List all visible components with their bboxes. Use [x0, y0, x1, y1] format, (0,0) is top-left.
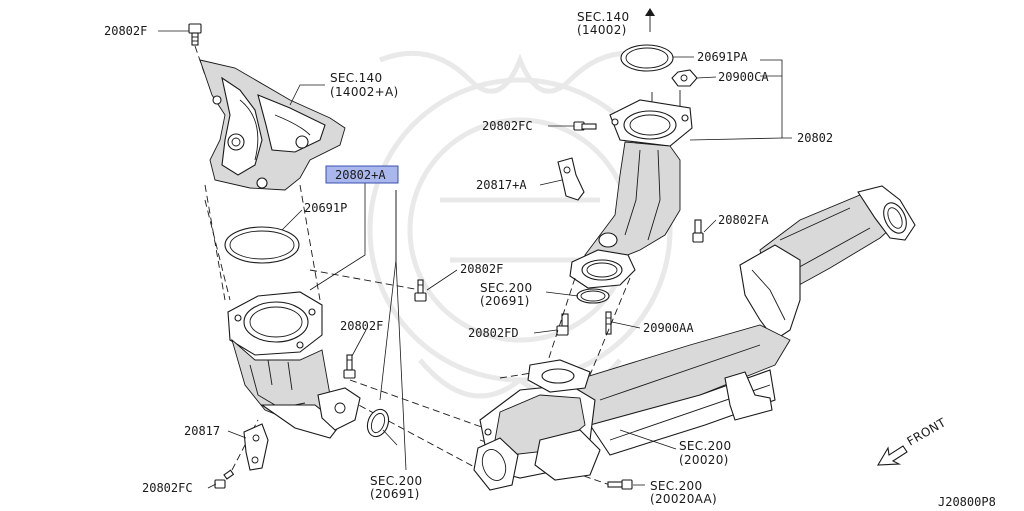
part-label-20817[interactable]: 20817 [184, 424, 220, 438]
section-ref-sec200-left[interactable]: SEC.200 [370, 474, 422, 488]
section-ref-sec140-left[interactable]: SEC.140 [330, 71, 382, 85]
section-ref-sec140-right-sub: (14002) [577, 23, 627, 37]
section-ref-sec140-right[interactable]: SEC.140 [577, 10, 629, 24]
bolt-icon [188, 23, 202, 46]
section-ref-sec200-bolt-sub: (20020AA) [650, 492, 717, 506]
nut-icon [671, 69, 698, 87]
front-arrow-icon [877, 445, 908, 466]
gasket-ring [576, 288, 610, 304]
gasket-ring [366, 408, 390, 438]
section-ref-sec200-left-sub: (20691) [370, 487, 420, 501]
bracket-20817a [557, 157, 585, 201]
section-ref-sec140-left-sub: (14002+A) [330, 85, 399, 99]
part-label-20802a-highlighted[interactable]: 20802+A [335, 168, 386, 182]
section-ref-sec200-right[interactable]: SEC.200 [480, 281, 532, 295]
bolt-icon [214, 469, 235, 489]
bolt-icon [692, 219, 704, 243]
part-label-20802fc-top[interactable]: 20802FC [482, 119, 533, 133]
part-label-20802fc-bottom[interactable]: 20802FC [142, 481, 193, 495]
highlight-box [325, 165, 399, 184]
part-label-20802fd[interactable]: 20802FD [468, 326, 519, 340]
arrow-up-icon [645, 8, 655, 32]
center-pipe-assembly [473, 185, 916, 491]
part-label-20817a[interactable]: 20817+A [476, 178, 527, 192]
part-label-20900aa[interactable]: 20900AA [643, 321, 694, 335]
bolt-icon [414, 279, 427, 302]
bolt-icon [573, 121, 597, 131]
section-ref-sec200-bolt[interactable]: SEC.200 [650, 479, 702, 493]
part-label-20802f-mid[interactable]: 20802F [460, 262, 503, 276]
front-direction-label: FRONT [905, 415, 949, 449]
part-label-20691p[interactable]: 20691P [304, 201, 347, 215]
part-label-20802f-low[interactable]: 20802F [340, 319, 383, 333]
leader-lines [158, 30, 792, 489]
part-label-20900ca[interactable]: 20900CA [718, 70, 769, 84]
section-ref-sec200-right-sub: (20691) [480, 294, 530, 308]
bolt-icon [343, 354, 356, 379]
part-label-20802f-top[interactable]: 20802F [104, 24, 147, 38]
bolt-icon [607, 479, 633, 490]
catalytic-converter-left [227, 291, 361, 439]
part-label-20802fa[interactable]: 20802FA [718, 213, 769, 227]
exhaust-manifold [199, 59, 346, 191]
section-ref-sec200-converter[interactable]: SEC.200 [679, 439, 731, 453]
part-label-20802[interactable]: 20802 [797, 131, 833, 145]
gasket-ring [224, 226, 300, 264]
front-exhaust-tube [569, 99, 693, 289]
part-label-20691pa[interactable]: 20691PA [697, 50, 748, 64]
bracket-20817 [243, 423, 269, 471]
section-ref-sec200-converter-sub: (20020) [679, 453, 729, 467]
bolt-icon [556, 313, 569, 336]
diagram-code: J20800P8 [938, 495, 996, 509]
gasket-ring [620, 44, 674, 72]
